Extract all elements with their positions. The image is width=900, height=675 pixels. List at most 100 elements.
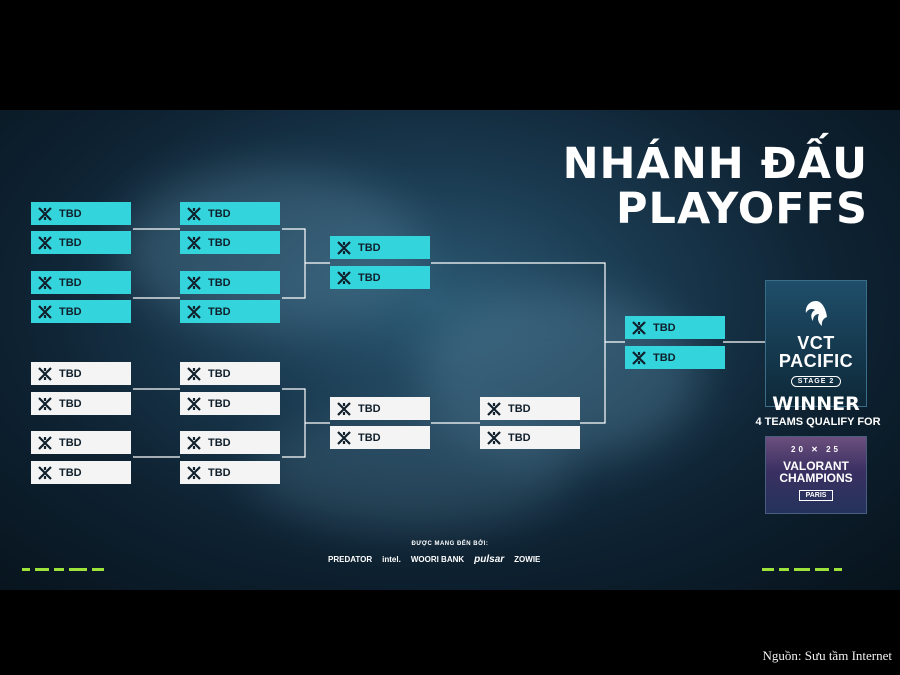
vct-icon: [335, 269, 353, 287]
bracket-slot-upper-r1-3: TBD: [31, 271, 131, 294]
slot-label: TBD: [208, 397, 231, 410]
slot-label: TBD: [59, 367, 82, 380]
bracket-slot-lower-r2-1: TBD: [180, 362, 280, 385]
vct-icon: [36, 464, 54, 482]
vct-icon: [185, 365, 203, 383]
slot-label: TBD: [59, 236, 82, 249]
bracket-slot-upper-r2-3: TBD: [180, 271, 280, 294]
vct-icon: [36, 205, 54, 223]
vct-icon: [185, 274, 203, 292]
slot-label: TBD: [358, 431, 381, 444]
vct-icon: [335, 239, 353, 257]
slot-label: TBD: [208, 276, 231, 289]
stage-badge: STAGE 2: [790, 376, 842, 387]
bracket-slot-upper-r2-1: TBD: [180, 202, 280, 225]
source-credit: Nguồn: Sưu tầm Internet: [762, 648, 892, 663]
slot-label: TBD: [508, 431, 531, 444]
slot-label: TBD: [208, 305, 231, 318]
bracket-slot-lower-r3-2: TBD: [330, 426, 430, 449]
slot-label: TBD: [208, 367, 231, 380]
slot-label: TBD: [59, 466, 82, 479]
title-line-2: PLAYOFFS: [616, 184, 868, 234]
bracket-slot-lower-r1-1: TBD: [31, 362, 131, 385]
decor-dashes-right: [762, 568, 842, 571]
bracket-slot-lower-r2-4: TBD: [180, 461, 280, 484]
bracket-banner: NHÁNH ĐẤU PLAYOFFS TBD TBD TBD: [0, 110, 900, 590]
winner-label: WINNER: [772, 393, 860, 415]
slot-label: TBD: [508, 402, 531, 415]
vct-icon: [36, 274, 54, 292]
winner-card: VCT PACIFIC STAGE 2 WINNER: [765, 280, 867, 415]
slot-label: TBD: [208, 466, 231, 479]
slot-label: TBD: [59, 436, 82, 449]
vct-icon: [485, 400, 503, 418]
vct-icon: [630, 319, 648, 337]
bracket-slot-upper-r3-1: TBD: [330, 236, 430, 259]
slot-label: TBD: [653, 321, 676, 334]
page-title: NHÁNH ĐẤU PLAYOFFS: [563, 142, 868, 232]
bracket-slot-upper-r1-2: TBD: [31, 231, 131, 254]
slot-label: TBD: [208, 207, 231, 220]
valorant-x-icon: ✕: [811, 445, 821, 454]
sponsor-pulsar: pulsar: [474, 554, 505, 565]
vct-icon: [485, 429, 503, 447]
bracket-slot-lower-r2-2: TBD: [180, 392, 280, 415]
vct-icon: [185, 395, 203, 413]
winner-card-line-2: PACIFIC: [778, 351, 854, 371]
vct-icon: [335, 429, 353, 447]
sponsor-woori-bank: WOORI BANK: [410, 555, 465, 564]
slot-label: TBD: [59, 305, 82, 318]
bracket-slot-upper-r2-2: TBD: [180, 231, 280, 254]
bracket-slot-upper-r1-4: TBD: [31, 300, 131, 323]
bracket-slot-lower-r1-2: TBD: [31, 392, 131, 415]
vct-icon: [185, 434, 203, 452]
vct-icon: [36, 365, 54, 383]
vct-icon: [335, 400, 353, 418]
title-line-1: NHÁNH ĐẤU: [562, 139, 868, 189]
bracket-slot-upper-r1-1: TBD: [31, 202, 131, 225]
vct-pacific-logo-icon: [805, 301, 827, 326]
slot-label: TBD: [358, 402, 381, 415]
slot-label: TBD: [59, 207, 82, 220]
sponsors-label: ĐƯỢC MANG ĐẾN BỞI:: [411, 541, 489, 547]
champions-card: 20 ✕ 25 VALORANT CHAMPIONS PARIS: [765, 436, 867, 514]
vct-icon: [36, 395, 54, 413]
bracket-slot-final-1: TBD: [625, 316, 725, 339]
bracket-slot-lower-r1-4: TBD: [31, 461, 131, 484]
bracket-slot-upper-r3-2: TBD: [330, 266, 430, 289]
vct-icon: [630, 349, 648, 367]
vct-icon: [185, 205, 203, 223]
vct-icon: [36, 234, 54, 252]
slot-label: TBD: [59, 397, 82, 410]
bracket-slot-upper-r2-4: TBD: [180, 300, 280, 323]
bracket-slot-lower-r3-1: TBD: [330, 397, 430, 420]
slot-label: TBD: [208, 436, 231, 449]
sponsor-logos: PREDATOR intel. WOORI BANK pulsar ZOWIE: [328, 554, 540, 565]
vct-icon: [185, 303, 203, 321]
champions-year: 20 ✕ 25: [791, 445, 841, 454]
qualify-text: 4 TEAMS QUALIFY FOR: [755, 416, 881, 428]
bracket-slot-lower-r4-2: TBD: [480, 426, 580, 449]
bracket-slot-lower-r2-3: TBD: [180, 431, 280, 454]
decor-dashes-left: [22, 568, 104, 571]
vct-icon: [185, 464, 203, 482]
champions-city: PARIS: [798, 490, 834, 501]
slot-label: TBD: [59, 276, 82, 289]
slot-label: TBD: [358, 271, 381, 284]
vct-icon: [36, 434, 54, 452]
winner-card-line-1: VCT: [797, 333, 835, 353]
sponsor-predator: PREDATOR: [328, 555, 373, 564]
bracket-slot-final-2: TBD: [625, 346, 725, 369]
vct-icon: [36, 303, 54, 321]
slot-label: TBD: [653, 351, 676, 364]
sponsor-zowie: ZOWIE: [514, 555, 541, 564]
sponsor-intel: intel.: [382, 555, 401, 564]
champions-line-1: VALORANT: [783, 459, 849, 473]
bracket-slot-lower-r1-3: TBD: [31, 431, 131, 454]
slot-label: TBD: [358, 241, 381, 254]
bracket-connectors: [133, 228, 765, 458]
bracket-slot-lower-r4-1: TBD: [480, 397, 580, 420]
vct-icon: [185, 234, 203, 252]
champions-line-2: CHAMPIONS: [779, 471, 853, 485]
slot-label: TBD: [208, 236, 231, 249]
